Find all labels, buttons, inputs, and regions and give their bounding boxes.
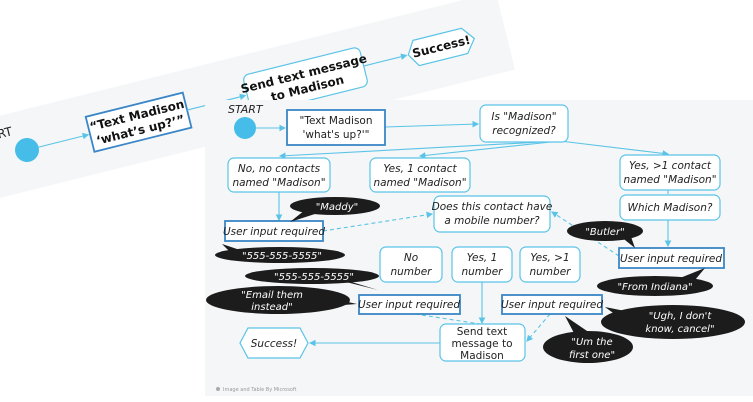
utterance-box [286,109,386,146]
mobile-number-node [433,195,551,233]
user-input-text-4: User input required [501,299,603,311]
user-input-text-3: User input required [358,299,460,311]
no-contacts-node [227,157,331,193]
bubble-phone-2: "555-555-5555" [245,268,379,290]
back-success-node [407,27,476,67]
front-start-label: START [228,103,264,116]
svg-text:"Maddy": "Maddy" [316,202,359,213]
user-input-node-4 [501,294,603,315]
one-contact-node [369,157,471,193]
success-node [239,327,309,359]
front-start-node [234,117,256,139]
one-number-node [451,246,513,283]
which-madison-text: Which Madison? [628,202,713,214]
copyright-icon [216,387,220,391]
many-contacts-node [619,154,721,191]
many-number-node [519,246,581,283]
svg-text:"From Indiana": "From Indiana" [617,282,692,293]
user-input-node-3 [358,294,461,315]
svg-text:"555-555-5555": "555-555-5555" [242,251,322,262]
send-text-node [439,323,526,362]
svg-text:"555-555-5555": "555-555-5555" [274,272,354,283]
user-input-node-1 [224,220,324,242]
which-madison-node [619,194,721,221]
recognized-node [479,104,569,143]
user-input-text-1: User input required [223,226,325,238]
back-start-node [15,138,39,162]
success-text: Success! [251,338,297,350]
svg-text:"Butler": "Butler" [585,227,624,238]
bubble-butler: "Butler" [567,221,643,248]
user-input-node-2 [618,247,725,269]
back-flow: START “Text Madison‘what’s up?’” Send te… [0,0,516,206]
no-number-node [379,246,443,283]
recognized-text: Is "Madison"recognized? [491,111,556,137]
footer-credit: Image and Table By Microsoft [223,387,297,393]
user-input-text-2: User input required [620,253,722,265]
utterance-text: "Text Madison'what's up?'" [299,115,372,141]
bubble-indiana: "From Indiana" [597,268,713,296]
bubble-phone-1: "555-555-5555" [215,244,345,263]
bubble-maddy: "Maddy" [290,197,380,222]
